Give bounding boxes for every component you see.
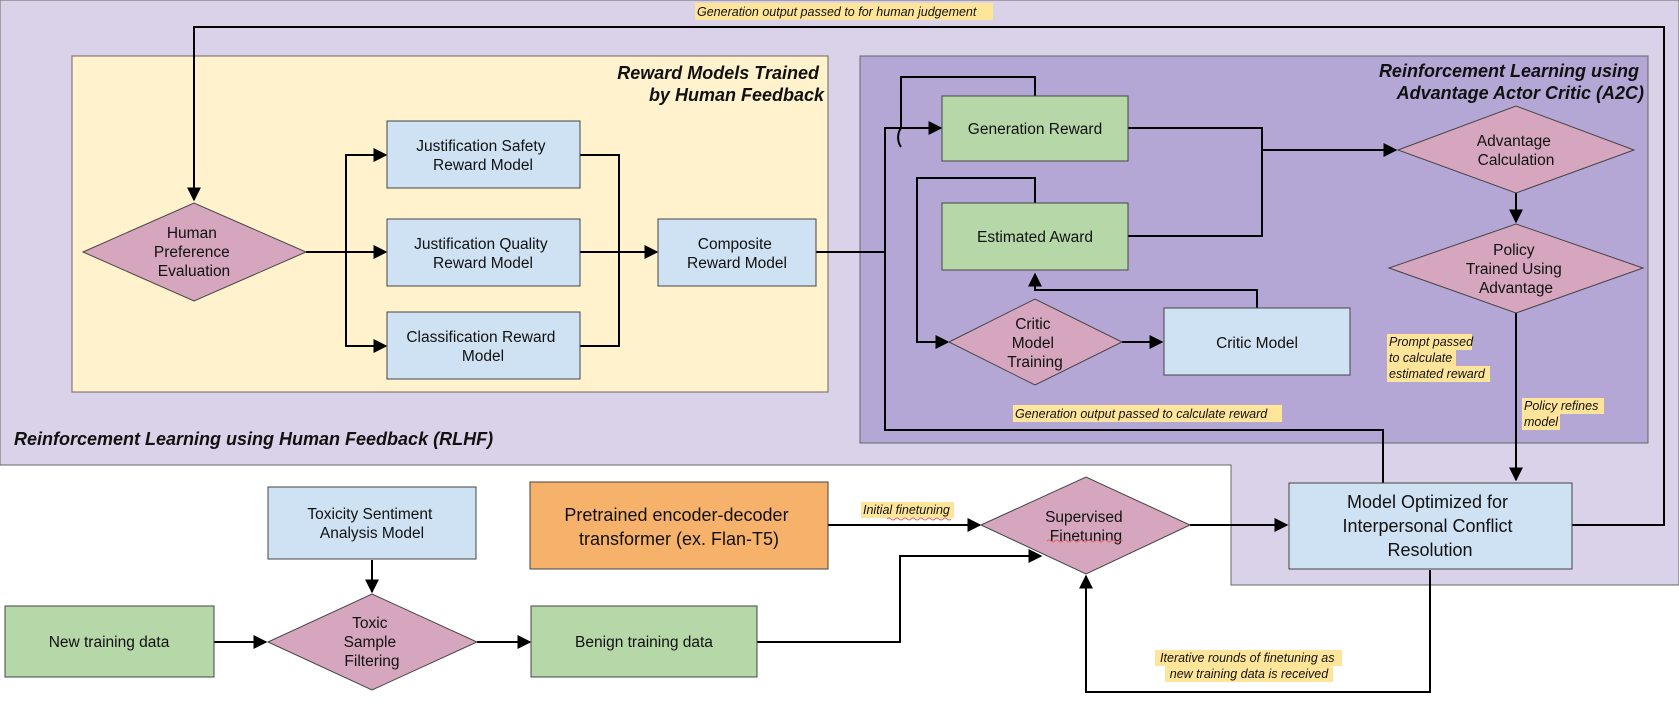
svg-text:Iterative rounds of finetuning: Iterative rounds of finetuning as new tr…	[1160, 651, 1338, 681]
annotation-prompt-passed: Prompt passed to calculate estimated rew…	[1387, 334, 1490, 382]
classification-reward-model: Classification Reward Model	[386, 311, 581, 380]
justification-quality-reward-model: Justification Quality Reward Model	[386, 218, 581, 287]
annotation-policy-refines: Policy refines model	[1522, 398, 1604, 430]
svg-text:Estimated Award: Estimated Award	[977, 229, 1093, 246]
svg-text:Justification Safety Rew: Justification Safety Reward Model	[416, 138, 550, 174]
generation-reward: Generation Reward	[941, 95, 1129, 162]
annotation-iterative-rounds: Iterative rounds of finetuning as new tr…	[1155, 650, 1342, 682]
svg-text:Benign training data: Benign training data	[575, 634, 713, 651]
svg-text:Policy refines model: Policy refines model	[1524, 399, 1602, 429]
svg-text:Generation Reward: Generation Reward	[968, 121, 1102, 138]
connectors	[187, 26, 1665, 693]
advantage-calculation: Advantage Calculation	[1396, 105, 1636, 194]
svg-text:Toxicity Sentiment Analy: Toxicity Sentiment Analysis Model	[307, 506, 436, 542]
svg-text:Composite Reward Model: Composite Reward Model	[687, 236, 787, 272]
svg-text:Supervised Finetuning: Supervised Finetuning	[1045, 509, 1127, 545]
svg-text:Classification Reward Mo: Classification Reward Model	[406, 329, 559, 365]
reward-models-title: Reward Models Trained by Human Feedback	[617, 63, 825, 105]
critic-model-training: Critic Model Training	[947, 298, 1124, 386]
svg-text:Human Preference E: Human Preference Evaluation	[154, 225, 234, 280]
model-optimized-conflict-resolution: Model Optimized for Interpersonal Confli…	[1288, 482, 1573, 570]
a2c-title: Reinforcement Learning using Advantage A…	[1379, 61, 1644, 103]
svg-text:Critic Model Train: Critic Model Training	[1007, 316, 1062, 371]
rlhf-title: Reinforcement Learning using Human Feedb…	[14, 429, 493, 449]
annotation-initial-finetuning: Initial finetuning	[861, 502, 954, 521]
new-training-data: New training data	[4, 605, 215, 678]
justification-safety-reward-model: Justification Safety Reward Model	[386, 120, 581, 189]
svg-text:New training data: New training data	[49, 634, 170, 651]
benign-training-data: Benign training data	[530, 605, 758, 678]
annotation-gen-output-human: Generation output passed to for human ju…	[695, 3, 993, 20]
annotation-gen-output-reward: Generation output passed to calculate re…	[1013, 405, 1282, 422]
svg-text:Generation output passed to fo: Generation output passed to for human ju…	[697, 5, 977, 19]
toxicity-sentiment-analysis-model: Toxicity Sentiment Analysis Model	[267, 486, 477, 560]
svg-text:Prompt passed to calcula: Prompt passed to calculate estimated rew…	[1389, 335, 1486, 381]
svg-text:Toxic Sample Filte: Toxic Sample Filtering	[344, 615, 401, 670]
svg-text:Critic Model: Critic Model	[1216, 335, 1298, 352]
pretrained-transformer: Pretrained encoder-decoder transformer (…	[529, 481, 829, 570]
composite-reward-model: Composite Reward Model	[657, 218, 817, 287]
human-preference-evaluation: Human Preference Evaluation	[81, 202, 308, 302]
estimated-award: Estimated Award	[941, 202, 1129, 271]
svg-text:Advantage Calculation: Advantage Calculation	[1477, 133, 1555, 169]
svg-text:Policy Trained Using: Policy Trained Using Advantage	[1466, 242, 1566, 297]
toxic-sample-filtering: Toxic Sample Filtering	[266, 593, 479, 691]
critic-model: Critic Model	[1163, 307, 1351, 376]
policy-trained-using-advantage: Policy Trained Using Advantage	[1387, 223, 1645, 314]
supervised-finetuning: Supervised Finetuning	[979, 476, 1192, 575]
svg-text:Model Optimized for Inte: Model Optimized for Interpersonal Confli…	[1342, 492, 1517, 560]
svg-text:Generation output passed to ca: Generation output passed to calculate re…	[1015, 407, 1268, 421]
svg-text:Justification Quality Re: Justification Quality Reward Model	[414, 236, 552, 272]
svg-text:Pretrained encoder-decoder: Pretrained encoder-decoder transformer (…	[564, 505, 793, 549]
svg-text:Initial finetuning: Initial finetuning	[863, 503, 950, 517]
